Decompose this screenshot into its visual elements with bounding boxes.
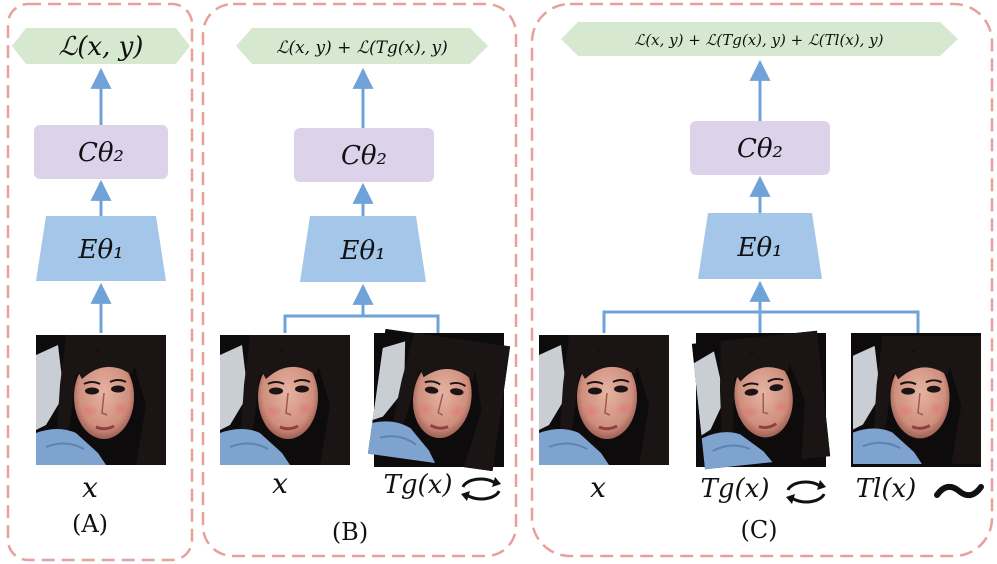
panel-a-encoder-box: [36, 216, 166, 281]
panel-b-encoder-label: Eθ₁: [339, 236, 385, 266]
panel-b-encoder-box: [300, 216, 426, 282]
panel-a-loss-box: [12, 28, 190, 64]
panel-c-input-image-tl: [851, 333, 981, 467]
panel-c-classifier-label: Cθ₂: [737, 134, 783, 164]
panel-b-classifier-box: [294, 128, 434, 182]
panel-c-caption-x: x: [590, 471, 606, 504]
panel-a-input-image: [36, 333, 166, 467]
panel-c-caption-tl: Tl(x): [856, 474, 917, 504]
panel-b-input-image-x: [220, 333, 350, 467]
panel-c-encoder-box: [698, 213, 822, 279]
panel-c-label: (C): [740, 516, 777, 544]
panel-b-caption-x: x: [272, 467, 288, 500]
panel-b-label: (B): [332, 518, 368, 546]
panel-b-caption-tg: Tg(x): [384, 470, 453, 500]
panel-c-classifier-box: [690, 121, 830, 175]
panel-a-loss-label: ℒ(x, y): [59, 32, 144, 62]
panel-a-label: (A): [72, 510, 108, 538]
panel-a-input-caption: x: [82, 471, 98, 504]
panel-a-classifier-label: Cθ₂: [78, 138, 124, 168]
panel-a-classifier-box: [34, 125, 168, 179]
panel-c-caption-tg: Tg(x): [701, 474, 770, 504]
panel-c-border: [530, 2, 994, 558]
panel-b-loss-box: [236, 28, 488, 64]
panel-a-border: [6, 2, 194, 562]
rotate-arrows-icon: [461, 477, 501, 501]
panel-c-input-image-x: [539, 333, 669, 467]
panel-a: ℒ(x, y) Cθ₂ Eθ₁ x (A): [6, 2, 194, 562]
panel-c-loss-label: ℒ(x, y) + ℒ(Tg(x), y) + ℒ(Tl(x), y): [635, 31, 884, 49]
panel-c-loss-box: [561, 22, 958, 56]
panel-c-input-image-tg: [691, 329, 831, 471]
panel-b-classifier-label: Cθ₂: [341, 141, 387, 171]
panel-b-border: [201, 2, 518, 558]
panel-b-input-connector: [283, 314, 440, 333]
panel-a-encoder-label: Eθ₁: [77, 235, 123, 265]
panel-c-encoder-label: Eθ₁: [736, 233, 782, 263]
rotate-arrows-icon: [786, 480, 826, 504]
panel-b-input-image-tg: [367, 327, 511, 473]
tilde-icon: [934, 483, 984, 499]
panel-b-loss-label: ℒ(x, y) + ℒ(Tg(x), y): [276, 38, 448, 58]
panel-c: ℒ(x, y) + ℒ(Tg(x), y) + ℒ(Tl(x), y) Cθ₂ …: [530, 2, 994, 558]
panel-b: ℒ(x, y) + ℒ(Tg(x), y) Cθ₂ Eθ₁ x Tg(x) (B…: [201, 2, 518, 558]
